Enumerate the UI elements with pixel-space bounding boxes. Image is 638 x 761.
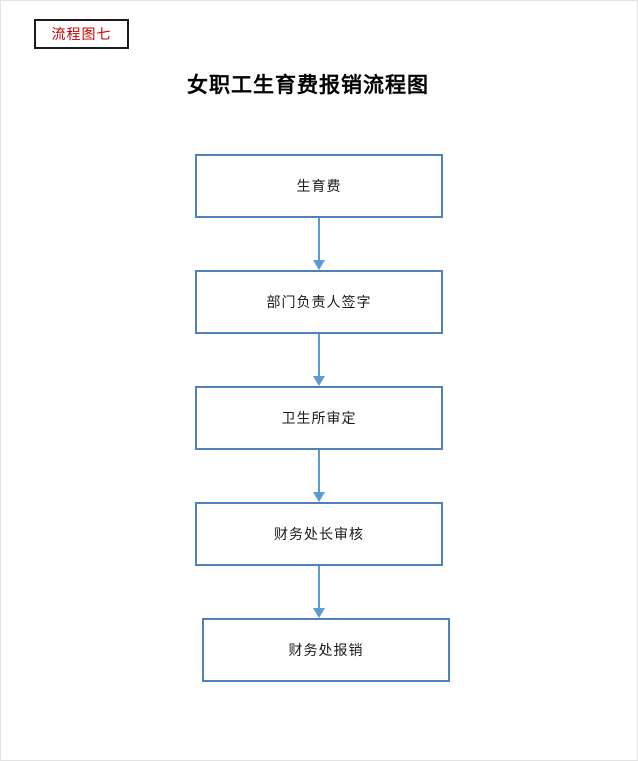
arrow-down-icon (195, 334, 443, 386)
arrow-shaft (318, 450, 320, 493)
flowchart-number-text: 流程图七 (51, 27, 112, 43)
arrow-shaft (318, 218, 320, 261)
arrow-down-icon (195, 218, 443, 270)
arrow-head (313, 608, 325, 618)
flow-node-maternity-fee: 生育费 (195, 154, 443, 218)
flowchart: 生育费 部门负责人签字 卫生所审定 财务处长审核 财务处报销 (195, 154, 450, 682)
arrow-down-icon (195, 566, 443, 618)
arrow-down-icon (195, 450, 443, 502)
page-title: 女职工生育费报销流程图 (187, 72, 429, 97)
arrow-shaft (318, 566, 320, 609)
arrow-head (313, 376, 325, 386)
arrow-head (313, 492, 325, 502)
flow-node-finance-reimbursement: 财务处报销 (202, 618, 450, 682)
flow-node-finance-director-review: 财务处长审核 (195, 502, 443, 566)
arrow-head (313, 260, 325, 270)
flowchart-number-label: 流程图七 (34, 19, 129, 49)
arrow-shaft (318, 334, 320, 377)
flow-node-clinic-approval: 卫生所审定 (195, 386, 443, 450)
flow-node-department-head-signature: 部门负责人签字 (195, 270, 443, 334)
